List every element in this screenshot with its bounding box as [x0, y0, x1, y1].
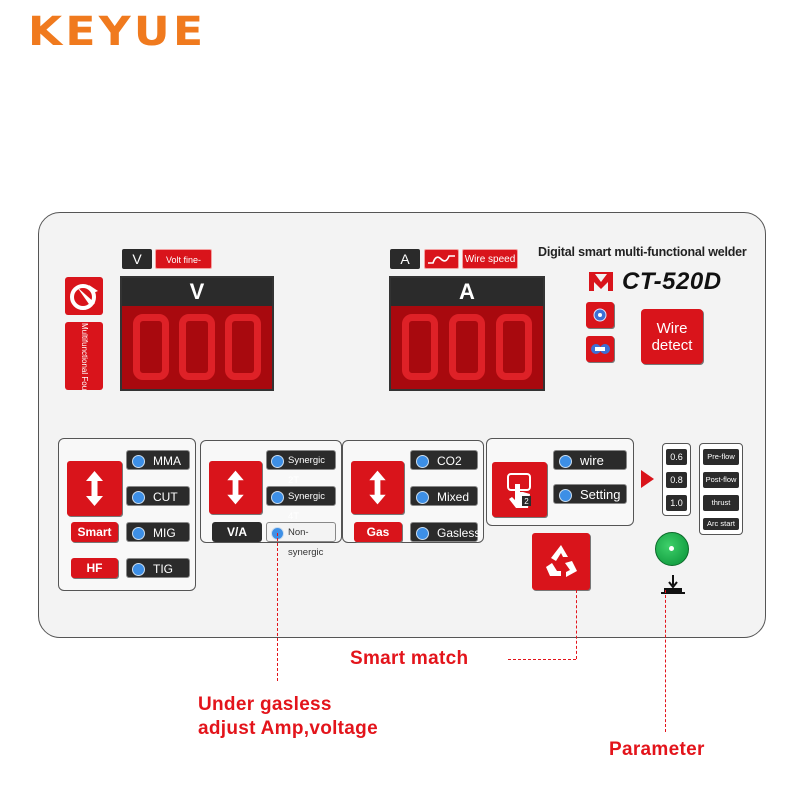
gasless-annotation-line1: Under gasless — [198, 694, 332, 715]
option-cut[interactable]: CUT — [126, 486, 190, 506]
multifunctional-side-tag: Multifunctional Four use — [65, 322, 103, 390]
indicator-led — [559, 489, 572, 502]
wire-detect-button[interactable]: Wire detect — [641, 309, 703, 364]
param-option[interactable]: Pre-flow — [703, 449, 739, 465]
indicator-led — [132, 455, 145, 468]
model-logo-icon — [588, 272, 614, 292]
volt-display-header: V — [122, 278, 272, 306]
smart-match-leader-vertical — [576, 590, 577, 659]
va-label: V/A — [212, 522, 262, 542]
parameter-annotation: Parameter — [609, 739, 705, 760]
arrow-right-icon — [641, 470, 654, 488]
wire-detect-label: Wire detect — [651, 319, 693, 354]
option-label: Synergic 2T — [288, 455, 325, 486]
welder-logo-icon — [65, 277, 103, 315]
wire-wave-icon — [424, 249, 459, 269]
option-wire[interactable]: wire — [553, 450, 627, 470]
option-synergic-4t[interactable]: Synergic 4T — [266, 486, 336, 522]
option-label: TIG — [153, 562, 173, 576]
wire-size-option[interactable]: 0.8 — [666, 472, 687, 488]
volt-digit — [179, 313, 215, 380]
option-non-synergic[interactable]: Non-synergic — [266, 522, 336, 558]
amp-digit — [495, 313, 532, 380]
option-label: Gasless — [437, 526, 481, 540]
amp-unit-tag: A — [390, 249, 420, 269]
indicator-led — [132, 527, 145, 540]
wire-feed-icon-button[interactable] — [586, 336, 614, 362]
option-label: Setting — [580, 487, 621, 502]
setting-select-button[interactable]: 2 — [492, 462, 547, 517]
recycle-icon — [546, 545, 577, 577]
hf-label: HF — [71, 558, 118, 578]
brand-logo: KEYUE — [28, 9, 207, 55]
option-mig[interactable]: MIG — [126, 522, 190, 542]
parameter-knob[interactable] — [655, 532, 689, 566]
indicator-led — [416, 455, 429, 468]
volt-fine-tuning-label: Volt fine-tuning — [155, 249, 212, 285]
up-down-arrow-icon — [227, 470, 244, 505]
smart-match-leader-horizontal — [508, 659, 576, 660]
amp-display-header: A — [391, 278, 543, 306]
model-name: CT-520D — [622, 268, 722, 295]
indicator-led — [271, 491, 284, 504]
gasless-leader-line — [277, 533, 278, 681]
option-label: CUT — [153, 490, 178, 504]
option-label: Synergic 4T — [288, 491, 325, 522]
wire-speed-label: Wire speed — [462, 249, 518, 269]
option-label: wire — [580, 453, 604, 468]
param-option[interactable]: Post-flow — [703, 472, 739, 488]
option-gasless[interactable]: Gasless — [410, 522, 481, 542]
up-down-arrow-icon — [86, 471, 103, 506]
option-label: CO2 — [437, 454, 462, 468]
svg-text:2: 2 — [524, 497, 529, 506]
param-option[interactable]: Arc start — [703, 518, 739, 530]
wire-size-option[interactable]: 1.0 — [666, 495, 687, 511]
wire-size-option[interactable]: 0.6 — [666, 449, 687, 465]
parameter-column: Pre-flow Post-flow thrust Arc start — [699, 443, 743, 535]
amp-display: A — [389, 276, 545, 391]
volt-digit — [225, 313, 261, 380]
param-option[interactable]: thrust — [703, 495, 739, 511]
smart-label: Smart — [71, 522, 118, 542]
smart-match-annotation: Smart match — [350, 648, 469, 669]
indicator-led — [559, 455, 572, 468]
option-co2[interactable]: CO2 — [410, 450, 478, 470]
indicator-led — [416, 491, 429, 504]
volt-display: V — [120, 276, 274, 391]
smart-match-button[interactable] — [532, 533, 590, 590]
amp-digit — [448, 313, 485, 380]
option-label: Mixed — [437, 490, 470, 504]
option-mixed[interactable]: Mixed — [410, 486, 478, 506]
volt-digit — [133, 313, 169, 380]
synergic-select-button[interactable] — [209, 461, 262, 514]
option-setting[interactable]: Setting — [553, 484, 627, 504]
multifunctional-side-label: Multifunctional Four use — [80, 323, 89, 390]
option-label: MIG — [153, 526, 176, 540]
process-select-button[interactable] — [67, 461, 122, 516]
amp-digit — [402, 313, 439, 380]
up-down-arrow-icon — [369, 470, 386, 505]
wire-size-column: 0.6 0.8 1.0 — [662, 443, 691, 516]
gas-select-button[interactable] — [351, 461, 404, 514]
indicator-led — [271, 455, 284, 468]
touch-hand-icon: 2 — [507, 473, 531, 508]
indicator-led — [132, 563, 145, 576]
option-synergic-2t[interactable]: Synergic 2T — [266, 450, 336, 486]
volt-unit-tag: V — [122, 249, 152, 269]
option-mma[interactable]: MMA — [126, 450, 190, 470]
gasless-annotation-line2: adjust Amp,voltage — [198, 718, 378, 739]
indicator-led — [416, 527, 429, 540]
option-label: Non-synergic — [288, 527, 324, 558]
product-title: Digital smart multi-functional welder — [538, 245, 747, 259]
option-label: MMA — [153, 454, 181, 468]
indicator-led — [132, 491, 145, 504]
press-indicator-icon — [660, 575, 686, 597]
option-tig[interactable]: TIG — [126, 558, 190, 578]
spool-icon-button[interactable] — [586, 302, 614, 328]
gas-label: Gas — [354, 522, 402, 542]
parameter-leader-line — [665, 590, 666, 732]
